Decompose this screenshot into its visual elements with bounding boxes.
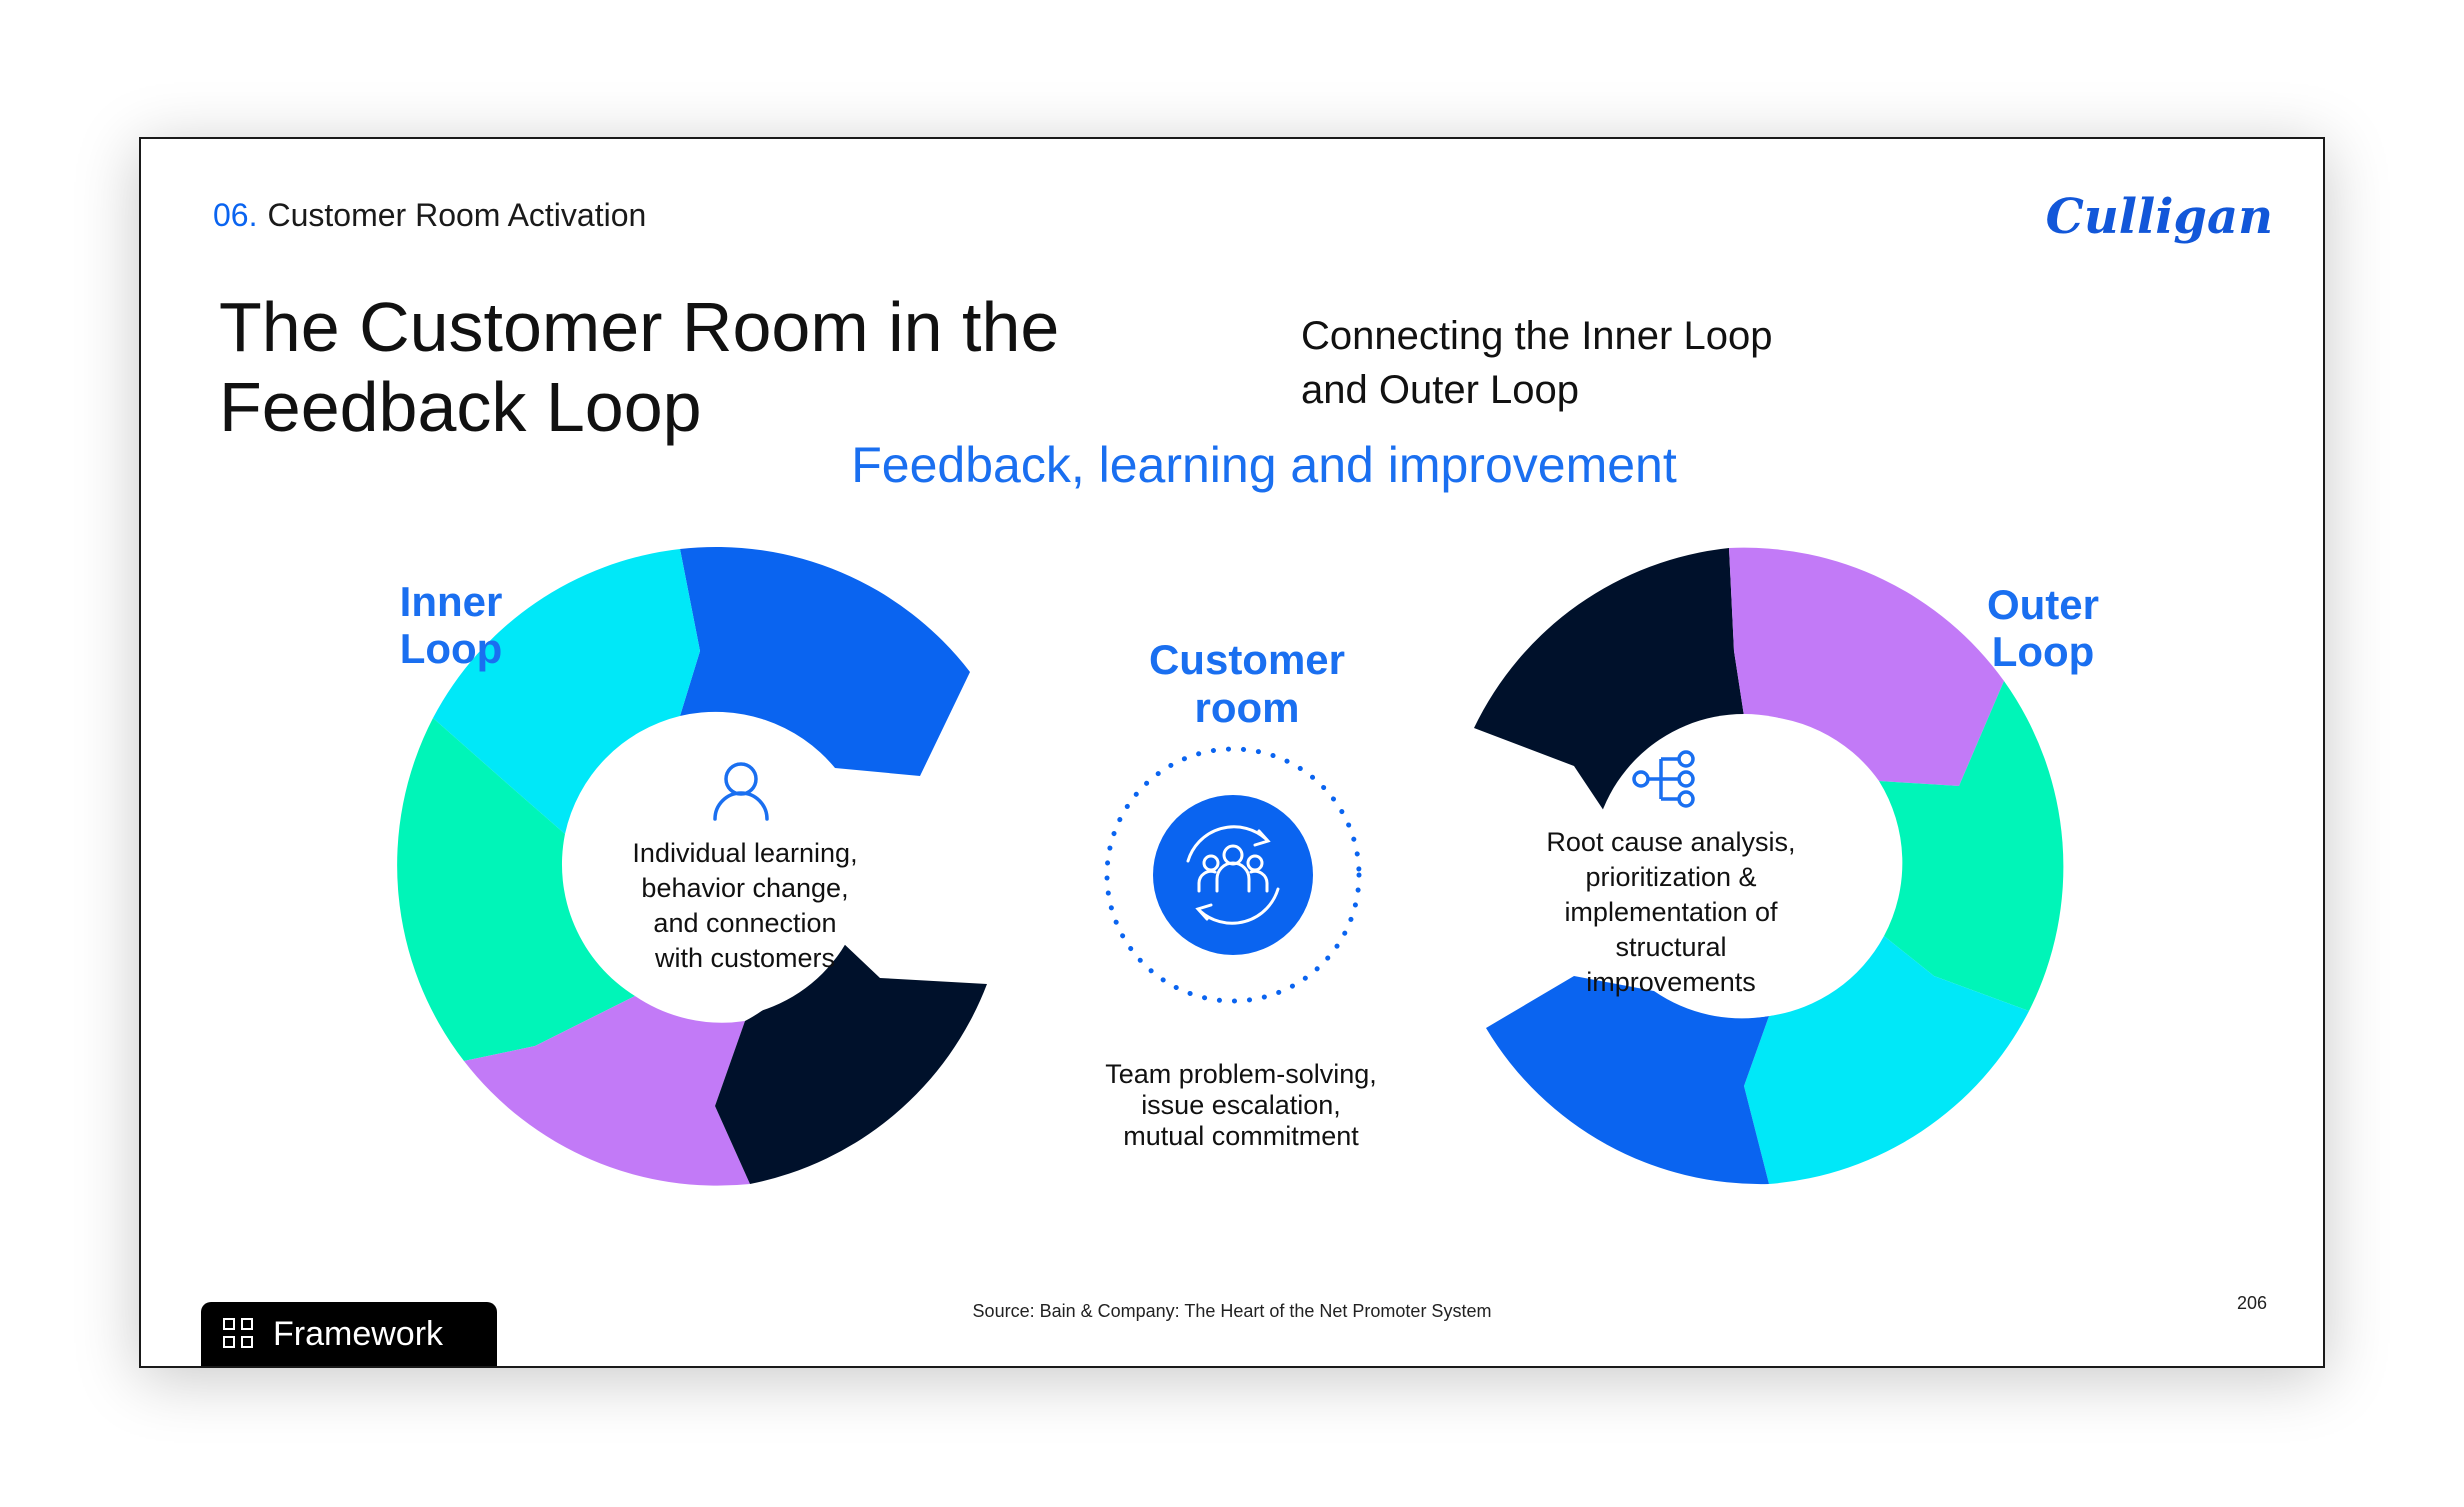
inner-loop-center — [563, 714, 867, 1018]
section-title: Customer Room Activation — [267, 197, 647, 233]
inner-text-line: Individual learning, — [632, 838, 857, 868]
source-citation: Source: Bain & Company: The Heart of the… — [972, 1301, 1492, 1321]
room-text-line: issue escalation, — [1141, 1090, 1341, 1120]
inner-segment-green — [397, 718, 635, 1061]
outer-loop-center — [1592, 714, 1896, 1018]
subtitle-line-1: Connecting the Inner Loop — [1301, 314, 1773, 358]
culligan-logo: Culligan — [2045, 189, 2273, 245]
page-number: 206 — [2236, 1293, 2267, 1313]
outer-text-line: structural — [1615, 932, 1726, 962]
inner-loop-label-1: Inner — [400, 578, 503, 625]
hierarchy-icon — [1632, 750, 1695, 808]
customer-room-label-2: room — [1195, 684, 1300, 731]
page-subtitle: Connecting the Inner Loop and Outer Loop — [1301, 309, 1901, 417]
customer-room-label-1: Customer — [1149, 636, 1345, 683]
outer-loop-label-1: Outer — [1987, 581, 2099, 628]
outer-segment-navy — [1474, 548, 1744, 826]
inner-loop-text: Individual learning, behavior change, an… — [632, 838, 857, 973]
title-line-2: Feedback Loop — [219, 368, 702, 446]
inner-text-line: behavior change, — [641, 873, 848, 903]
room-text-line: Team problem-solving, — [1105, 1059, 1377, 1089]
inner-loop-label-2: Loop — [400, 625, 503, 672]
inner-segment-blue — [680, 546, 970, 776]
section-header: 06.Customer Room Activation — [213, 197, 646, 234]
inner-text-line: with customers — [654, 943, 835, 973]
outer-segment-green — [1879, 681, 2064, 1011]
outer-text-line: implementation of — [1564, 897, 1778, 927]
team-cycle-icon — [1186, 825, 1280, 925]
outer-loop-label-2: Loop — [1992, 628, 2095, 675]
person-icon — [713, 762, 769, 821]
outer-segment-purple — [1729, 547, 2004, 786]
outer-segment-blue — [1486, 976, 1769, 1185]
slide: 06.Customer Room Activation Culligan The… — [139, 137, 2325, 1368]
outer-text-line: improvements — [1586, 967, 1756, 997]
feedback-loop-diagram: Feedback, learning and improvement Inner… — [397, 437, 2099, 1186]
outer-text-line: Root cause analysis, — [1546, 827, 1795, 857]
page-title: The Customer Room in the Feedback Loop — [219, 287, 1119, 447]
outer-loop-ring — [1474, 547, 2064, 1185]
inner-text-line: and connection — [653, 908, 836, 938]
inner-segment-cyan — [433, 549, 700, 834]
outer-segment-cyan — [1744, 936, 2029, 1184]
outer-loop-text: Root cause analysis, prioritization & im… — [1546, 827, 1795, 997]
framework-tag-label: Framework — [273, 1314, 444, 1353]
inner-segment-navy — [715, 924, 987, 1184]
title-line-1: The Customer Room in the — [219, 288, 1060, 366]
framework-tag[interactable]: Framework — [201, 1302, 497, 1366]
customer-room-text: Team problem-solving, issue escalation, … — [1105, 1059, 1377, 1151]
customer-room-badge — [1153, 795, 1313, 955]
outer-text-line: prioritization & — [1585, 862, 1756, 892]
room-text-line: mutual commitment — [1123, 1121, 1359, 1151]
grid-icon — [223, 1318, 255, 1350]
subtitle-line-2: and Outer Loop — [1301, 368, 1579, 412]
section-number: 06. — [213, 197, 258, 233]
inner-segment-purple — [464, 996, 750, 1186]
inner-loop-ring — [397, 546, 987, 1186]
diagram-heading: Feedback, learning and improvement — [851, 437, 1677, 493]
customer-room-dotted-ring — [1104, 746, 1362, 1004]
